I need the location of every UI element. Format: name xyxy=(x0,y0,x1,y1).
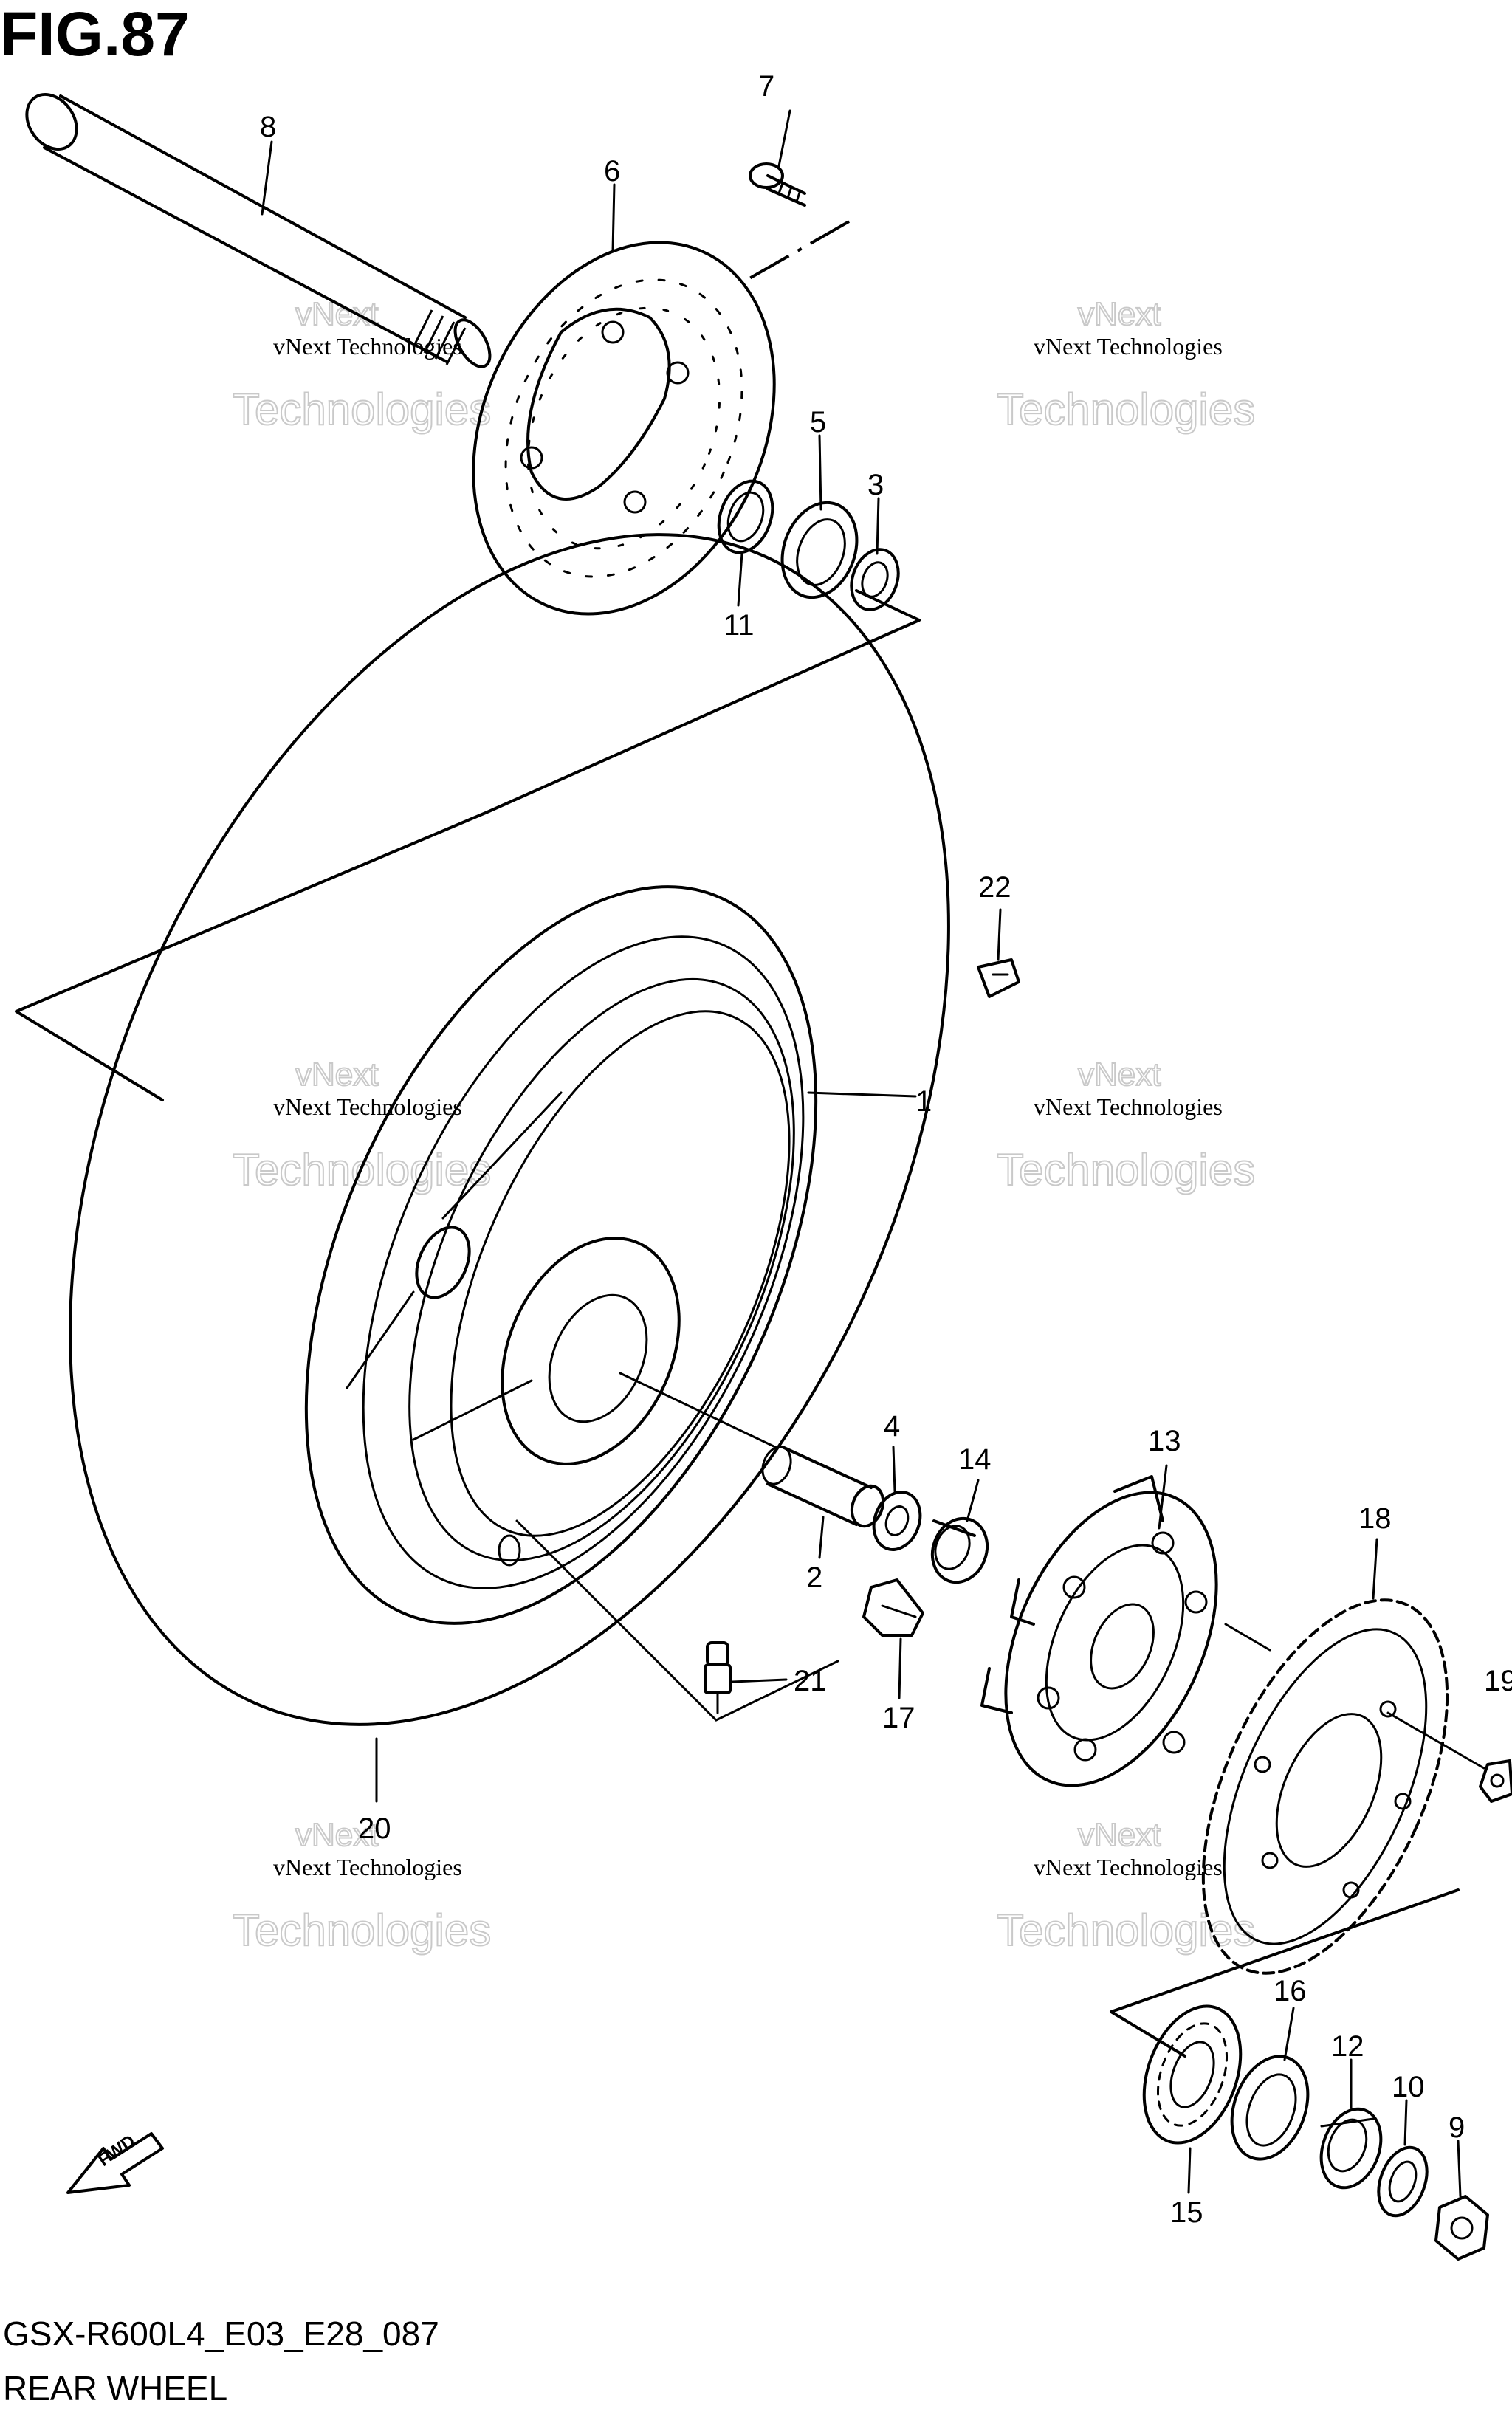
watermark-top-left: vNext vNext Technologies Technologies xyxy=(232,295,492,435)
callout-labels: 1 2 3 4 5 6 7 8 9 10 11 12 13 14 15 16 1… xyxy=(260,70,1512,2229)
part-oil-seal-16 xyxy=(1230,2055,1310,2161)
callout-12: 12 xyxy=(1331,2030,1364,2063)
svg-text:vNext Technologies: vNext Technologies xyxy=(273,333,462,360)
watermark-top-right: vNext vNext Technologies Technologies xyxy=(996,295,1256,435)
svg-text:vNext: vNext xyxy=(295,296,378,332)
callout-16: 16 xyxy=(1274,1975,1307,2007)
part-nut-19 xyxy=(1479,1759,1512,1803)
callout-3: 3 xyxy=(867,469,884,501)
model-code: GSX-R600L4_E03_E28_087 xyxy=(3,2314,439,2353)
figure-name: REAR WHEEL xyxy=(3,2369,228,2407)
assembly-line-upper xyxy=(745,220,850,282)
part-spacer-12 xyxy=(1319,2107,1383,2190)
callout-9: 9 xyxy=(1449,2111,1465,2144)
callout-10: 10 xyxy=(1392,2071,1425,2103)
svg-text:Technologies: Technologies xyxy=(233,1905,491,1955)
leader-lines xyxy=(261,109,1462,2198)
watermark-bottom-left: vNext vNext Technologies Technologies xyxy=(232,1816,492,1956)
callout-19: 19 xyxy=(1484,1665,1512,1697)
callout-17: 17 xyxy=(882,1702,915,1734)
figure-title: FIG.87 xyxy=(0,0,190,69)
svg-text:Technologies: Technologies xyxy=(997,1145,1255,1195)
part-brake-disc xyxy=(472,241,776,616)
part-bolt xyxy=(749,162,806,207)
svg-text:vNext: vNext xyxy=(295,1056,378,1093)
svg-text:vNext: vNext xyxy=(1078,1056,1161,1093)
watermark-bottom-right: vNext vNext Technologies Technologies xyxy=(996,1816,1256,1956)
callout-18: 18 xyxy=(1358,1502,1392,1535)
callout-1: 1 xyxy=(915,1085,932,1118)
fwd-label: FWD xyxy=(94,2131,139,2170)
callout-7: 7 xyxy=(758,70,774,103)
watermark-mid-right: vNext vNext Technologies Technologies xyxy=(996,1056,1256,1195)
svg-text:vNext Technologies: vNext Technologies xyxy=(273,1854,462,1880)
svg-text:Technologies: Technologies xyxy=(997,1905,1255,1955)
forward-arrow-icon: FWD xyxy=(66,2131,164,2194)
svg-text:vNext: vNext xyxy=(295,1817,378,1853)
part-spacer-11 xyxy=(717,479,774,554)
part-spacer-2 xyxy=(761,1446,885,1528)
callout-8: 8 xyxy=(260,111,276,143)
callout-11: 11 xyxy=(724,609,755,642)
assembly-bracket-upper xyxy=(15,619,921,1101)
svg-text:vNext Technologies: vNext Technologies xyxy=(1034,1854,1223,1880)
part-bearing-4 xyxy=(872,1491,922,1551)
callout-13: 13 xyxy=(1148,1425,1181,1457)
svg-text:vNext Technologies: vNext Technologies xyxy=(1034,333,1223,360)
svg-text:vNext: vNext xyxy=(1078,1817,1161,1853)
part-wheel xyxy=(304,885,818,1625)
part-valve-21 xyxy=(704,1641,732,1714)
part-bearing-3 xyxy=(850,548,900,611)
part-axle xyxy=(25,92,492,368)
callout-4: 4 xyxy=(884,1410,900,1443)
svg-text:Technologies: Technologies xyxy=(233,385,491,434)
part-collar-14 xyxy=(930,1516,989,1584)
callout-14: 14 xyxy=(958,1443,992,1476)
part-washer-10 xyxy=(1377,2145,1429,2218)
part-sprocket-mount-13 xyxy=(980,1475,1218,1787)
svg-text:vNext: vNext xyxy=(1078,296,1161,332)
callout-21: 21 xyxy=(794,1665,827,1697)
callout-20: 20 xyxy=(358,1812,391,1845)
callout-5: 5 xyxy=(810,406,826,439)
callout-2: 2 xyxy=(806,1561,822,1594)
svg-text:vNext Technologies: vNext Technologies xyxy=(1034,1093,1223,1120)
callout-22: 22 xyxy=(978,871,1011,904)
leader-stud-19 xyxy=(1386,1711,1485,1770)
part-tire xyxy=(69,533,950,1726)
callout-15: 15 xyxy=(1170,2196,1203,2229)
part-bearing-15 xyxy=(1142,2004,1243,2145)
part-oil-seal-5 xyxy=(780,501,859,599)
watermark-mid-left: vNext vNext Technologies Technologies xyxy=(232,1056,492,1195)
part-damper-17 xyxy=(862,1578,924,1637)
svg-text:vNext Technologies: vNext Technologies xyxy=(273,1093,462,1120)
part-nut-9 xyxy=(1434,2195,1489,2261)
svg-text:Technologies: Technologies xyxy=(997,385,1255,434)
leader-spacer-axis xyxy=(619,1372,777,1448)
part-clip-22 xyxy=(977,958,1020,998)
part-sprocket-18 xyxy=(1201,1598,1449,1975)
callout-6: 6 xyxy=(604,155,620,188)
